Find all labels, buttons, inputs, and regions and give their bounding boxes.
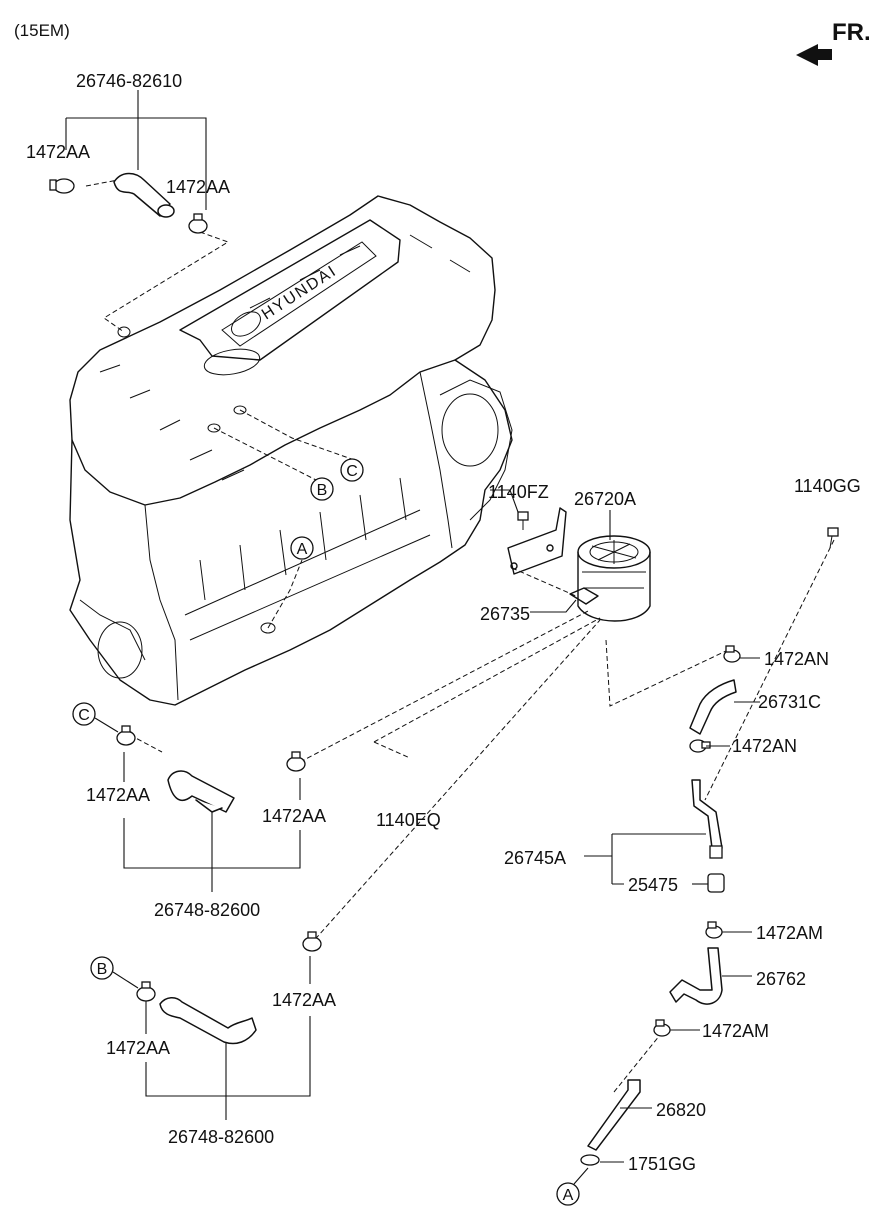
part-label: 1140FZ (488, 482, 549, 502)
engine-block: HYUNDAI (69, 195, 513, 706)
part-label: 26748-82600 (154, 900, 260, 920)
part-label: 26820 (656, 1100, 706, 1120)
part-label: 1472AA (86, 785, 150, 805)
hose-clamp-icon (136, 981, 156, 1002)
arrow-left-icon (796, 44, 832, 66)
svg-text:B: B (317, 482, 328, 499)
callout-b-hose: B (90, 956, 139, 989)
part-label: 1472AA (262, 806, 326, 826)
svg-text:A: A (563, 1187, 574, 1204)
part-label: 1140GG (794, 476, 861, 496)
hose-clamp-icon (286, 751, 306, 772)
part-label: 1140EQ (376, 810, 441, 830)
breather-line-assembly (580, 527, 839, 1166)
hose-clamp-icon (116, 725, 136, 746)
part-label: 26720A (574, 489, 636, 509)
oil-separator-assembly (490, 489, 651, 622)
part-labels: 26746-82610 1472AA 1472AA 1140FZ 26720A … (26, 71, 861, 1174)
engine-brand-text: HYUNDAI (259, 262, 340, 323)
part-label: 1472AM (756, 923, 823, 943)
hose-assembly-c (116, 725, 306, 892)
hose-clamp-icon (302, 931, 322, 952)
part-label: 26762 (756, 969, 806, 989)
svg-text:A: A (297, 541, 308, 558)
hose-clamp-icon (188, 213, 208, 234)
bolt-icon (827, 527, 839, 549)
hose-clamp-icon (49, 178, 75, 194)
hose-assembly-b (136, 931, 322, 1120)
hose-clamp-icon (723, 645, 741, 663)
svg-text:C: C (78, 707, 90, 724)
part-label: 1472AA (106, 1038, 170, 1058)
hose-clamp-icon (653, 1019, 671, 1037)
part-label: 1472AA (26, 142, 90, 162)
hose-clamp-icon (705, 921, 723, 939)
bolt-icon (517, 511, 529, 530)
svg-text:B: B (97, 961, 108, 978)
callout-c-engine: C (340, 458, 364, 482)
hose-assembly-upper (49, 90, 208, 234)
callout-c-hose: C (72, 702, 119, 733)
part-label: 26748-82600 (168, 1127, 274, 1147)
callout-a-tube: A (556, 1167, 589, 1206)
front-direction-label: FR. (832, 19, 871, 46)
part-label: 1472AN (732, 736, 797, 756)
callout-b-engine: B (310, 477, 334, 501)
connection-lines (85, 179, 835, 1093)
part-label: 26746-82610 (76, 71, 182, 91)
model-code: (15EM) (14, 21, 70, 40)
part-label: 1472AA (166, 177, 230, 197)
part-label: 1472AA (272, 990, 336, 1010)
part-label: 26731C (758, 692, 821, 712)
part-label: 26745A (504, 848, 566, 868)
part-label: 1472AM (702, 1021, 769, 1041)
part-label: 1472AN (764, 649, 829, 669)
part-label: 1751GG (628, 1154, 696, 1174)
part-label: 26735 (480, 604, 530, 624)
callout-a-engine: A (290, 536, 314, 560)
part-label: 25475 (628, 875, 678, 895)
svg-text:C: C (346, 463, 358, 480)
front-direction-indicator: FR. (796, 19, 871, 66)
